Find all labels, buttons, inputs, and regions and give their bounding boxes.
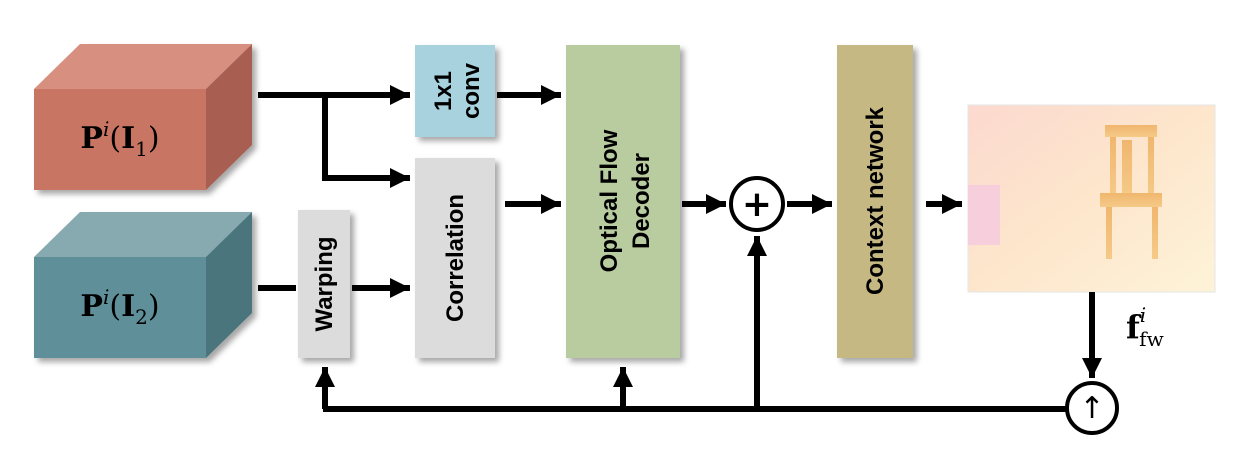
warping-label: Warping xyxy=(311,236,338,331)
add-symbol: + xyxy=(742,184,772,225)
feature-pyramid-box-2 xyxy=(34,212,252,358)
context-network-block xyxy=(837,45,913,358)
connections xyxy=(258,85,1102,412)
box2-top xyxy=(34,212,252,257)
warping-block xyxy=(298,210,350,358)
add-operator xyxy=(729,176,785,232)
optical-flow-decoder-block xyxy=(566,45,680,358)
feature-pyramid-label-1: Pi(I1) xyxy=(80,117,159,161)
box2-side xyxy=(206,212,252,358)
upsample-symbol: ↑ xyxy=(1079,391,1104,426)
feature-pyramid-label-2: Pi(I2) xyxy=(80,285,159,329)
box1-side xyxy=(206,44,252,190)
correlation-label: Correlation xyxy=(442,194,469,322)
correlation-block xyxy=(415,158,495,358)
edge-branch-to-correlation xyxy=(322,95,410,188)
feature-pyramid-box-1 xyxy=(34,44,252,190)
box1-front xyxy=(34,89,206,190)
conv-1x1-block xyxy=(415,45,495,137)
context-network-label: Context network xyxy=(862,106,889,295)
conv-1x1-label: 1x1conv xyxy=(430,62,485,119)
flow-output-image xyxy=(967,104,1216,293)
box2-front xyxy=(34,257,206,358)
upsample-operator xyxy=(1065,381,1119,435)
box1-top xyxy=(34,44,252,89)
